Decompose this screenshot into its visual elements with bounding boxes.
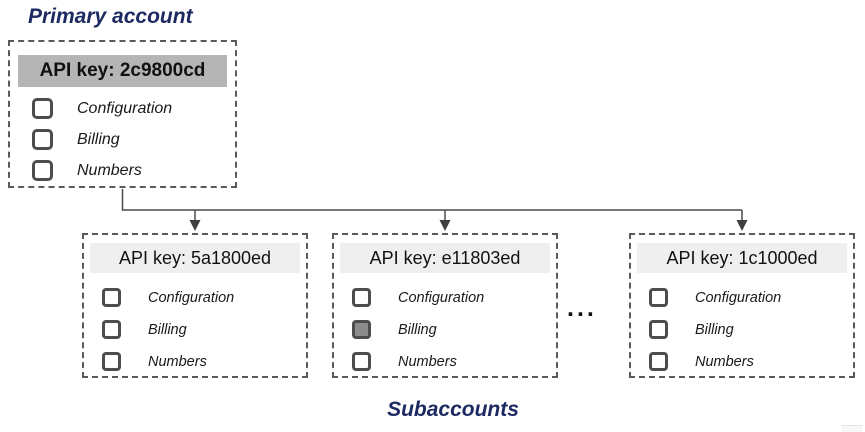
configuration-checkbox[interactable] — [352, 288, 371, 307]
permission-label: Numbers — [398, 353, 457, 370]
permission-label: Billing — [148, 321, 187, 338]
permission-label: Billing — [77, 130, 120, 148]
corner-artifact — [842, 425, 862, 432]
permission-label: Numbers — [77, 161, 142, 179]
primary-api-key-label: API key: 2c9800cd — [18, 55, 227, 87]
arrowhead-icon — [736, 220, 748, 231]
permission-label: Numbers — [695, 353, 754, 370]
billing-checkbox[interactable] — [649, 320, 668, 339]
billing-checkbox[interactable] — [102, 320, 121, 339]
configuration-checkbox[interactable] — [32, 98, 53, 119]
permission-label: Configuration — [695, 289, 782, 306]
permission-label: Billing — [695, 321, 734, 338]
numbers-checkbox[interactable] — [102, 352, 121, 371]
subaccount-box-3: API key: 1c1000ed Configuration Billing … — [629, 233, 855, 378]
subaccounts-title: Subaccounts — [387, 398, 519, 421]
primary-account-box: API key: 2c9800cd Configuration Billing … — [8, 40, 237, 188]
permission-label: Configuration — [148, 289, 235, 306]
arrowhead-icon — [439, 220, 451, 231]
permission-label: Numbers — [148, 353, 207, 370]
billing-checkbox[interactable] — [32, 129, 53, 150]
subaccount-api-key-label: API key: 1c1000ed — [637, 243, 847, 273]
permission-row-billing: Billing — [649, 320, 734, 339]
primary-account-title: Primary account — [28, 5, 193, 28]
permission-row-billing: Billing — [102, 320, 187, 339]
numbers-checkbox[interactable] — [352, 352, 371, 371]
permission-label: Billing — [398, 321, 437, 338]
permission-label: Configuration — [398, 289, 485, 306]
permission-row-configuration: Configuration — [649, 288, 781, 307]
subaccount-box-2: API key: e11803ed Configuration Billing … — [332, 233, 558, 378]
arrowhead-icon — [189, 220, 201, 231]
numbers-checkbox[interactable] — [649, 352, 668, 371]
permission-row-billing: Billing — [352, 320, 437, 339]
configuration-checkbox[interactable] — [649, 288, 668, 307]
trunk-connector-line — [121, 189, 742, 211]
permission-row-configuration: Configuration — [352, 288, 484, 307]
numbers-checkbox[interactable] — [32, 160, 53, 181]
configuration-checkbox[interactable] — [102, 288, 121, 307]
permission-row-billing: Billing — [32, 129, 120, 150]
subaccount-api-key-label: API key: e11803ed — [340, 243, 550, 273]
permission-row-numbers: Numbers — [352, 352, 457, 371]
permission-row-configuration: Configuration — [32, 98, 172, 119]
permission-row-numbers: Numbers — [32, 160, 142, 181]
permission-row-numbers: Numbers — [649, 352, 754, 371]
subaccount-box-1: API key: 5a1800ed Configuration Billing … — [82, 233, 308, 378]
permission-label: Configuration — [77, 99, 173, 117]
billing-checkbox[interactable] — [352, 320, 371, 339]
permission-row-configuration: Configuration — [102, 288, 234, 307]
permission-row-numbers: Numbers — [102, 352, 207, 371]
more-subaccounts-ellipsis: ... — [567, 294, 597, 322]
subaccount-api-key-label: API key: 5a1800ed — [90, 243, 300, 273]
